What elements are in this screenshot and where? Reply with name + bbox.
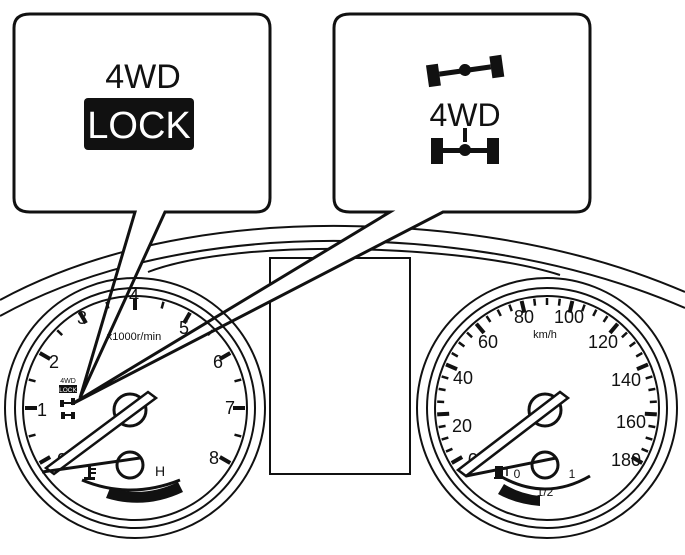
callout-4wd: 4WD [71, 12, 592, 406]
4wd-lock-indicator: 4WD LOCK [59, 378, 78, 394]
speed-tick-6 [438, 387, 446, 392]
temp-hot-label: H [155, 463, 165, 479]
tach-tick-6 [78, 311, 88, 325]
speed-tick-12 [474, 322, 486, 335]
speed-label-180: 180 [611, 450, 641, 470]
speed-unit-label: km/h [533, 329, 557, 341]
callout-4wd-text: 4WD [429, 97, 500, 133]
speed-tick-26 [628, 341, 636, 348]
speed-tick-13 [485, 315, 492, 323]
speedometer-ticks [437, 298, 657, 465]
callout-lock-label: LOCK [87, 105, 190, 147]
lock-label-background [84, 98, 194, 150]
speed-tick-24 [608, 322, 620, 335]
tach-label-7: 7 [225, 398, 235, 418]
fuel-pump-icon [494, 466, 508, 479]
fuel-gauge: 0 1/2 1 [465, 450, 591, 506]
tach-tick-5 [56, 329, 64, 337]
speed-tick-2 [441, 436, 449, 441]
speed-tick-14 [496, 309, 502, 317]
speed-tick-8 [445, 362, 458, 372]
tach-label-1: 1 [37, 400, 47, 420]
tach-tick-13 [234, 378, 242, 383]
temp-gauge: H [41, 450, 183, 503]
speed-tick-15 [508, 304, 513, 312]
speed-tick-4 [437, 411, 450, 417]
speed-label-60: 60 [478, 332, 498, 352]
speed-tick-30 [648, 387, 656, 392]
speed-tick-1 [445, 447, 453, 453]
tach-label-2: 2 [49, 352, 59, 372]
speed-label-20: 20 [452, 416, 472, 436]
speed-label-40: 40 [453, 368, 473, 388]
tach-tick-10 [182, 311, 192, 325]
tach-tick-9 [160, 301, 165, 309]
speed-tick-32 [644, 411, 657, 417]
tach-label-8: 8 [209, 448, 219, 468]
4wd-drivetrain-icon: 4WD [425, 54, 505, 164]
speed-tick-0 [450, 455, 464, 465]
speed-tick-29 [645, 375, 653, 380]
speed-tick-7 [441, 375, 449, 380]
fuel-full-label: 1 [569, 467, 576, 481]
tach-label-6: 6 [213, 352, 223, 372]
tach-tick-12 [218, 351, 232, 361]
speed-tick-23 [602, 315, 609, 323]
speed-tick-19 [557, 298, 562, 306]
speed-tick-3 [438, 424, 446, 429]
speed-tick-20 [567, 300, 575, 314]
tach-unit-label: x1000r/min [107, 331, 161, 343]
speed-tick-33 [648, 424, 656, 429]
tach-tick-0 [38, 455, 52, 465]
tach-tick-7 [105, 301, 110, 309]
speed-tick-10 [458, 341, 466, 348]
speed-tick-11 [466, 331, 473, 339]
speed-tick-28 [636, 362, 649, 372]
speed-tick-27 [635, 351, 643, 358]
tach-label-5: 5 [179, 318, 189, 338]
tach-tick-1 [28, 433, 36, 438]
tachometer: 0 1 2 3 4 5 6 7 8 x1000r/min 4WD LOCK [4, 277, 266, 539]
tach-label-3: 3 [77, 308, 87, 328]
speed-label-80: 80 [514, 307, 534, 327]
speed-tick-36 [630, 455, 644, 465]
4wd-indicator-small-icon [60, 398, 75, 419]
callout-4wd-label: 4WD [105, 58, 181, 96]
fuel-empty-label: 0 [514, 467, 521, 481]
speed-tick-9 [451, 351, 459, 358]
tach-tick-3 [28, 378, 36, 383]
speed-tick-17 [532, 298, 537, 306]
speed-tick-25 [621, 331, 628, 339]
speed-tick-22 [592, 309, 598, 317]
tach-tick-11 [206, 329, 214, 337]
speed-label-100: 100 [554, 307, 584, 327]
coolant-temp-icon [84, 465, 96, 480]
fuel-half-label: 1/2 [537, 485, 554, 499]
tach-label-4: 4 [129, 286, 139, 306]
callout-4wd-lock: 4WD LOCK [12, 12, 272, 399]
indicator-4wd-small: 4WD [60, 378, 76, 385]
indicator-lock-small: LOCK [59, 387, 77, 394]
speed-label-140: 140 [611, 370, 641, 390]
speedometer: 0 20 40 60 80 100 120 140 160 180 km/h [416, 277, 678, 539]
speed-label-160: 160 [616, 412, 646, 432]
tachometer-ticks [25, 298, 245, 465]
speed-tick-21 [581, 304, 586, 312]
speed-label-120: 120 [588, 332, 618, 352]
speed-tick-34 [645, 436, 653, 441]
speed-tick-35 [641, 447, 649, 453]
tach-tick-4 [38, 351, 52, 361]
tach-tick-15 [234, 433, 242, 438]
tach-tick-16 [218, 455, 232, 465]
speed-tick-16 [519, 300, 527, 314]
speedometer-needle [455, 390, 571, 478]
